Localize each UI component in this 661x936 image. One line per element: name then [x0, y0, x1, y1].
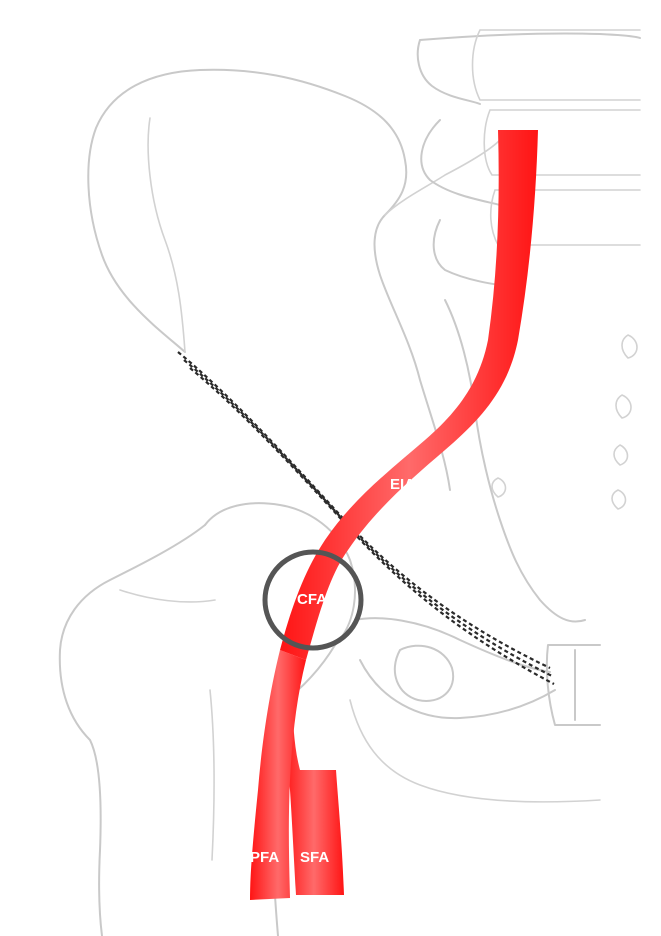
artery-tree [250, 130, 538, 900]
sacral-foramen-3 [614, 445, 628, 465]
vertebra-upper [473, 30, 641, 245]
sacral-foramen-1 [622, 335, 637, 358]
pfa-label: PFA [250, 849, 279, 866]
sfa-label: SFA [300, 849, 329, 866]
ischium-outline [350, 700, 600, 802]
pubic-symphysis-outline [547, 645, 600, 725]
sacral-foramen-2 [616, 395, 631, 418]
sacrum-outline [418, 33, 640, 621]
cfa-label: CFA [297, 591, 327, 608]
eia-label: EIA [390, 476, 415, 493]
sacral-foramen-4 [492, 478, 506, 497]
sacral-foramen-5 [612, 490, 626, 509]
pelvis-outline [88, 30, 640, 802]
greater-trochanter-outline [60, 525, 205, 936]
iliac-inner-curve [148, 118, 185, 352]
iliac-wing-outline [88, 70, 450, 490]
femur-neck-line [120, 590, 215, 860]
